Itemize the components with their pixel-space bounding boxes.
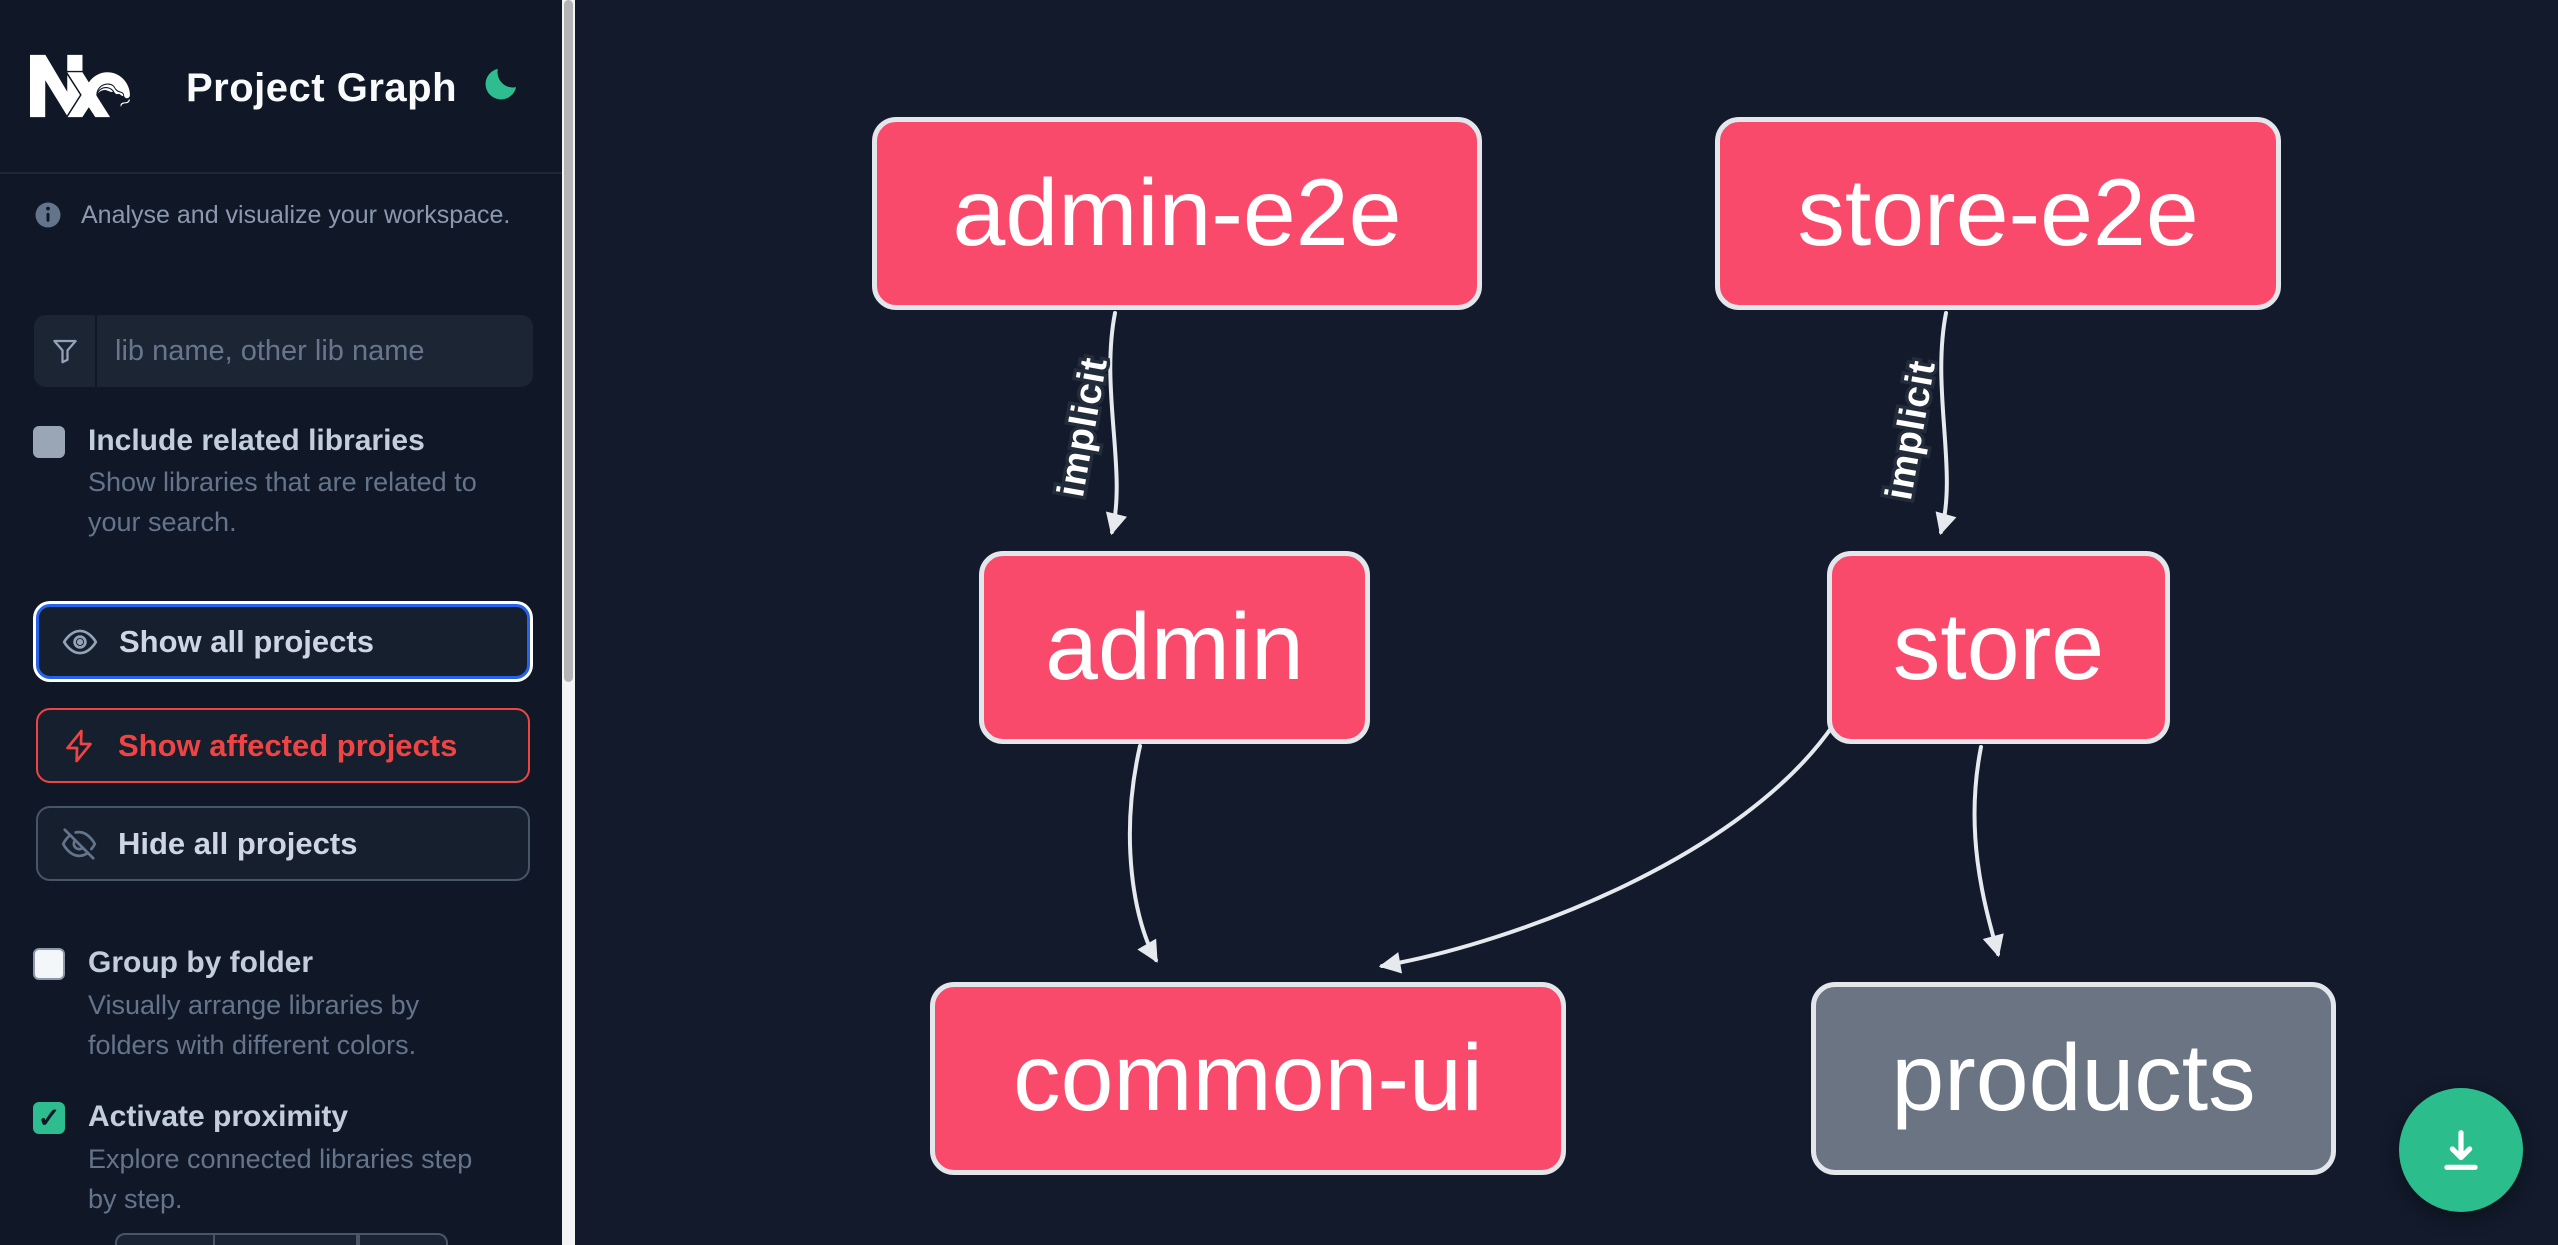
activate-proximity-desc-line1: Explore connected libraries step — [88, 1144, 473, 1174]
graph-node-admin[interactable]: admin — [979, 551, 1370, 744]
activate-proximity-label: Activate proximity — [88, 1100, 349, 1133]
search-input[interactable] — [97, 315, 533, 387]
search-box — [34, 315, 533, 387]
proximity-stepper[interactable] — [115, 1233, 448, 1245]
edge-label-implicit-1: implicit — [1050, 354, 1116, 500]
nx-logo-icon — [30, 54, 130, 118]
dark-mode-toggle-button[interactable] — [474, 60, 526, 112]
include-related-checkbox[interactable] — [33, 426, 65, 458]
hide-all-projects-label: Hide all projects — [118, 825, 358, 861]
activate-proximity-checkbox[interactable]: ✓ — [33, 1102, 65, 1134]
lightning-bolt-icon — [66, 729, 92, 762]
graph-node-admin-e2e[interactable]: admin-e2e — [872, 117, 1482, 310]
group-by-folder-label: Group by folder — [88, 946, 313, 979]
edge-store-to-products — [1972, 745, 2004, 958]
show-affected-projects-button[interactable]: Show affected projects — [36, 708, 530, 783]
eye-icon — [62, 629, 98, 654]
group-by-folder-desc-line1: Visually arrange libraries by — [88, 990, 420, 1020]
hide-all-projects-button[interactable]: Hide all projects — [36, 806, 530, 881]
sidebar-scrollbar[interactable] — [562, 0, 575, 1245]
edge-label-implicit-2: implicit — [1878, 357, 1944, 503]
edge-store-to-common-ui — [1378, 722, 1836, 974]
show-all-projects-button[interactable]: Show all projects — [36, 604, 530, 679]
eye-off-icon — [61, 827, 97, 860]
show-all-projects-label: Show all projects — [119, 623, 374, 659]
group-by-folder-desc-line2: folders with different colors. — [88, 1030, 417, 1060]
group-by-folder-checkbox[interactable] — [33, 948, 65, 980]
include-related-desc-line1: Show libraries that are related to — [88, 467, 477, 497]
edge-store-e2e-to-store — [1935, 311, 1957, 536]
graph-node-common-ui[interactable]: common-ui — [930, 982, 1566, 1175]
edge-admin-e2e-to-admin — [1105, 311, 1127, 536]
filter-funnel-icon — [34, 315, 97, 387]
show-affected-projects-label: Show affected projects — [118, 727, 458, 763]
graph-canvas[interactable]: implicit implicit admin-e2e store-e2e ad… — [575, 0, 2558, 1245]
include-related-desc-line2: your search. — [88, 507, 237, 537]
page-title: Project Graph — [186, 66, 458, 110]
download-icon — [2444, 1130, 2478, 1170]
info-icon — [35, 202, 61, 228]
graph-node-store[interactable]: store — [1827, 551, 2170, 744]
sidebar-header: Project Graph — [0, 0, 562, 174]
activate-proximity-desc-line2: by step. — [88, 1184, 183, 1214]
include-related-label: Include related libraries — [88, 424, 425, 457]
sidebar: Project Graph Analyse and visualize your… — [0, 0, 562, 1245]
tagline-text: Analyse and visualize your workspace. — [81, 200, 511, 229]
graph-node-store-e2e[interactable]: store-e2e — [1715, 117, 2281, 310]
graph-node-products[interactable]: products — [1811, 982, 2336, 1175]
download-image-button[interactable] — [2399, 1088, 2523, 1212]
tagline-row: Analyse and visualize your workspace. — [33, 200, 510, 230]
scrollbar-thumb[interactable] — [564, 0, 573, 682]
moon-icon — [485, 68, 517, 99]
edge-admin-to-common-ui — [1127, 744, 1158, 963]
